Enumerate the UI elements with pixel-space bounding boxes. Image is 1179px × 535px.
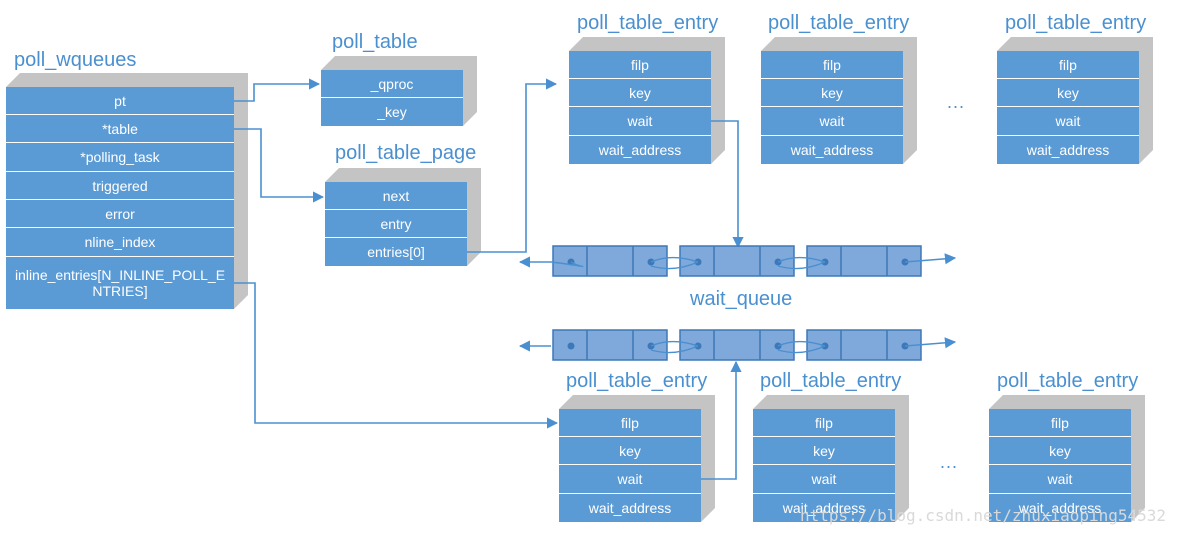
field-filp: filp bbox=[753, 409, 895, 437]
entry-title-bottom-3: poll_table_entry bbox=[997, 370, 1139, 392]
entry-title-bottom-2: poll_table_entry bbox=[760, 370, 902, 392]
arrow-table-to-page bbox=[234, 128, 325, 203]
queue-node bbox=[679, 329, 795, 361]
poll-table-body: _qproc _key bbox=[321, 70, 463, 126]
arrow-pt-to-poll-table bbox=[234, 78, 321, 102]
entry-body: filp key wait wait_address bbox=[559, 409, 701, 522]
field-next: next bbox=[325, 182, 467, 210]
entry-title-top-1: poll_table_entry bbox=[577, 12, 719, 34]
entry-body: filp key wait wait_address bbox=[989, 409, 1131, 522]
field-entry: entry bbox=[325, 210, 467, 238]
field-wait-address: wait_address bbox=[790, 142, 874, 158]
wait-queue-label: wait_queue bbox=[690, 288, 793, 310]
poll-table-entry-bottom-1: filp key wait wait_address bbox=[559, 395, 715, 523]
field-wait: wait bbox=[989, 465, 1131, 494]
wait-queue-bottom bbox=[518, 329, 957, 361]
queue-node bbox=[806, 329, 922, 361]
field-wait: wait bbox=[761, 107, 903, 136]
field-nline-index: nline_index bbox=[6, 228, 234, 257]
poll-wqueues-body: pt *table *polling_task triggered error … bbox=[6, 87, 234, 309]
entry-body: filp key wait wait_address bbox=[569, 51, 711, 164]
field-polling-task: *polling_task bbox=[6, 143, 234, 172]
field-wait-address: wait_address bbox=[1018, 500, 1102, 516]
field-wait: wait bbox=[569, 107, 711, 136]
poll-table-page-shadow bbox=[325, 168, 481, 266]
entry-shadow bbox=[559, 395, 715, 522]
field-key: key bbox=[989, 437, 1131, 465]
field-qproc: _qproc bbox=[321, 70, 463, 98]
poll-table-title: poll_table bbox=[332, 31, 418, 53]
field-key: key bbox=[559, 437, 701, 465]
poll-table-entry-top-3: filp key wait wait_address bbox=[997, 37, 1153, 165]
entry-body: filp key wait wait_address bbox=[997, 51, 1139, 164]
entry-title-top-2: poll_table_entry bbox=[768, 12, 910, 34]
poll-table-page-struct: next entry entries[0] bbox=[325, 168, 481, 267]
entry-shadow bbox=[997, 37, 1153, 164]
field-key: key bbox=[569, 79, 711, 107]
entry-shadow bbox=[569, 37, 725, 164]
entry-shadow bbox=[761, 37, 917, 164]
field-filp: filp bbox=[997, 51, 1139, 79]
field-error: error bbox=[6, 200, 234, 228]
entry-shadow bbox=[989, 395, 1145, 522]
field-wait-address: wait_address bbox=[782, 500, 866, 516]
poll-table-page-body: next entry entries[0] bbox=[325, 182, 467, 266]
watermark: https://blog.csdn.net/zhuxiaoping54532 bbox=[800, 506, 1167, 525]
field-entries-0: entries[0] bbox=[367, 244, 425, 260]
poll-table-entry-bottom-3: filp key wait wait_address bbox=[989, 395, 1145, 523]
field-filp: filp bbox=[569, 51, 711, 79]
poll-table-entry-top-1: filp key wait wait_address bbox=[569, 37, 725, 165]
field-table: *table bbox=[6, 115, 234, 143]
field-pt: pt bbox=[6, 87, 234, 115]
field-key: key bbox=[761, 79, 903, 107]
arrow-wait-to-queue-top bbox=[711, 120, 744, 249]
poll-table-struct: _qproc _key bbox=[321, 56, 477, 126]
field-wait-address: wait_address bbox=[598, 142, 682, 158]
poll-table-entry-bottom-2: filp key wait wait_address bbox=[753, 395, 909, 523]
ellipsis-bottom: ... bbox=[940, 452, 959, 472]
queue-node bbox=[806, 245, 922, 277]
field-inline-entries: inline_entries[N_INLINE_POLL_ENTRIES] bbox=[14, 267, 226, 299]
field-wait-address: wait_address bbox=[588, 500, 672, 516]
entry-title-bottom-1: poll_table_entry bbox=[566, 370, 708, 392]
field-wait-address: wait_address bbox=[1026, 142, 1110, 158]
field-key: key bbox=[997, 79, 1139, 107]
entry-body: filp key wait wait_address bbox=[761, 51, 903, 164]
field-wait: wait bbox=[997, 107, 1139, 136]
field-triggered: triggered bbox=[6, 172, 234, 200]
queue-node bbox=[552, 245, 668, 277]
ellipsis-top: ... bbox=[947, 92, 966, 112]
entry-body: filp key wait wait_address bbox=[753, 409, 895, 522]
wait-queue-top bbox=[518, 245, 957, 277]
field-wait: wait bbox=[559, 465, 701, 494]
entry-shadow bbox=[753, 395, 909, 522]
poll-wqueues-struct: pt *table *polling_task triggered error … bbox=[6, 73, 248, 310]
poll-wqueues-title: poll_wqueues bbox=[14, 49, 137, 71]
field-filp: filp bbox=[761, 51, 903, 79]
field-filp: filp bbox=[559, 409, 701, 437]
field-key: key bbox=[753, 437, 895, 465]
poll-table-entry-top-2: filp key wait wait_address bbox=[761, 37, 917, 165]
arrow-wait-to-queue-bottom bbox=[701, 360, 742, 480]
queue-node bbox=[552, 329, 668, 361]
field-filp: filp bbox=[989, 409, 1131, 437]
poll-table-page-title: poll_table_page bbox=[335, 142, 477, 164]
entry-title-top-3: poll_table_entry bbox=[1005, 12, 1147, 34]
field-wait: wait bbox=[753, 465, 895, 494]
field-key: _key bbox=[377, 104, 407, 120]
arrow-entries-to-entry bbox=[467, 78, 558, 253]
arrow-inline-entries-to-entry bbox=[234, 282, 559, 429]
